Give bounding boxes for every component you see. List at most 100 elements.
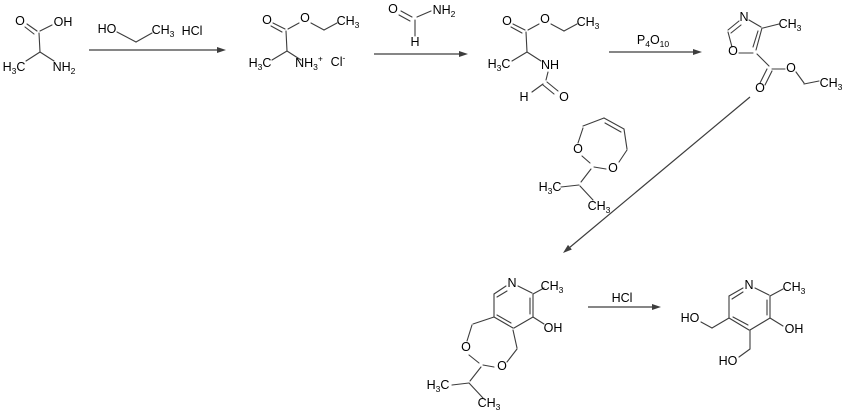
ester-o-label: O [540, 12, 550, 26]
bond [754, 287, 770, 296]
hydroxyl-label: OH [785, 322, 804, 336]
methyl-label: H3C [488, 57, 511, 73]
bond [511, 51, 528, 62]
bond [493, 316, 514, 329]
label-segment: 3 [559, 285, 564, 295]
label-segment: O [497, 359, 507, 373]
bond [580, 168, 592, 183]
bond [116, 31, 137, 43]
label-segment: H [410, 35, 419, 49]
bond [803, 80, 820, 85]
label-segment: HCl [182, 24, 203, 38]
label-segment: HO [719, 354, 738, 368]
bond [560, 184, 580, 188]
bond [39, 51, 55, 62]
ring-methyl-label: CH3 [779, 17, 802, 33]
hcl-reagent-1-label: HCl [182, 24, 203, 38]
carbonyl-o-label: O [755, 81, 765, 95]
label-segment: O [502, 14, 512, 28]
bond [769, 288, 784, 297]
label-segment: H [539, 180, 548, 194]
label-segment: O [388, 2, 398, 16]
ring-n-label: N [744, 278, 753, 292]
label-segment: NH [53, 60, 71, 74]
label-segment: 3 [12, 66, 17, 76]
arrow-head [563, 244, 572, 253]
bond [468, 354, 480, 364]
methyl-label: CH3 [152, 23, 175, 39]
bond [604, 122, 622, 133]
label-segment: O [755, 81, 765, 95]
label-segment: N [739, 10, 748, 24]
label-segment: CH [478, 396, 496, 410]
label-segment: O [540, 12, 550, 26]
bond [532, 316, 545, 325]
bond [582, 117, 605, 127]
cyclodehydration-arrow [609, 49, 702, 55]
label-segment: H [427, 378, 436, 392]
bond [764, 70, 773, 86]
bond [512, 23, 526, 31]
p4o10-reagent-label: P4O10 [637, 33, 670, 49]
label-segment: O [728, 44, 738, 58]
label-segment: C [552, 180, 561, 194]
hydroxymethyl-left-label: HO [681, 311, 700, 325]
bond [581, 155, 591, 164]
label-segment: H [488, 57, 497, 71]
bond [748, 19, 762, 28]
bond [618, 149, 628, 163]
bond [711, 317, 730, 329]
bond [542, 84, 555, 95]
label-segment: 10 [660, 39, 670, 49]
formyl-h-label: H [519, 90, 528, 104]
carbonyl-o-label: O [388, 2, 398, 16]
label-segment: O [650, 33, 660, 47]
bond [623, 128, 628, 150]
bond [271, 50, 288, 61]
bond [451, 382, 470, 386]
esterification-arrow [89, 47, 226, 53]
bond [749, 317, 771, 331]
bond [517, 285, 533, 294]
label-segment: O [573, 142, 583, 156]
bond [472, 316, 495, 325]
label-segment: O [608, 161, 618, 175]
isopropyl-methyl-left-label: H3C [427, 378, 450, 394]
isopropyl-methyl-right-label: CH3 [478, 396, 501, 412]
bond [24, 26, 35, 35]
label-segment: 3 [497, 63, 502, 73]
label-segment: CH [577, 15, 595, 29]
bond [398, 14, 411, 22]
bond [728, 317, 750, 331]
label-segment: O [300, 11, 310, 25]
label-segment: 3 [496, 402, 501, 412]
bond [496, 314, 512, 324]
bond [466, 324, 473, 342]
bond [563, 23, 578, 32]
ester-o-label: O [786, 61, 796, 75]
label-segment: CH [541, 279, 559, 293]
label-segment: HCl [612, 291, 633, 305]
label-segment: CH [779, 17, 797, 31]
ring-o-right-label: O [497, 359, 507, 373]
methyl-label: H3C [3, 60, 26, 76]
bond [506, 348, 518, 363]
carbonyl-o-label: O [502, 14, 512, 28]
arrow-head [459, 51, 468, 57]
label-segment: CH [337, 14, 355, 28]
label-segment: Cl [331, 55, 343, 69]
label-segment: NH [541, 58, 559, 72]
bond [732, 316, 749, 326]
label-segment: 4 [645, 39, 650, 49]
hcl-reagent-2-label: HCl [612, 291, 633, 305]
label-segment: - [342, 53, 345, 63]
bond [25, 51, 41, 62]
formyl-o-label: O [559, 90, 569, 104]
bond [26, 23, 38, 32]
ester-o-label: O [300, 11, 310, 25]
